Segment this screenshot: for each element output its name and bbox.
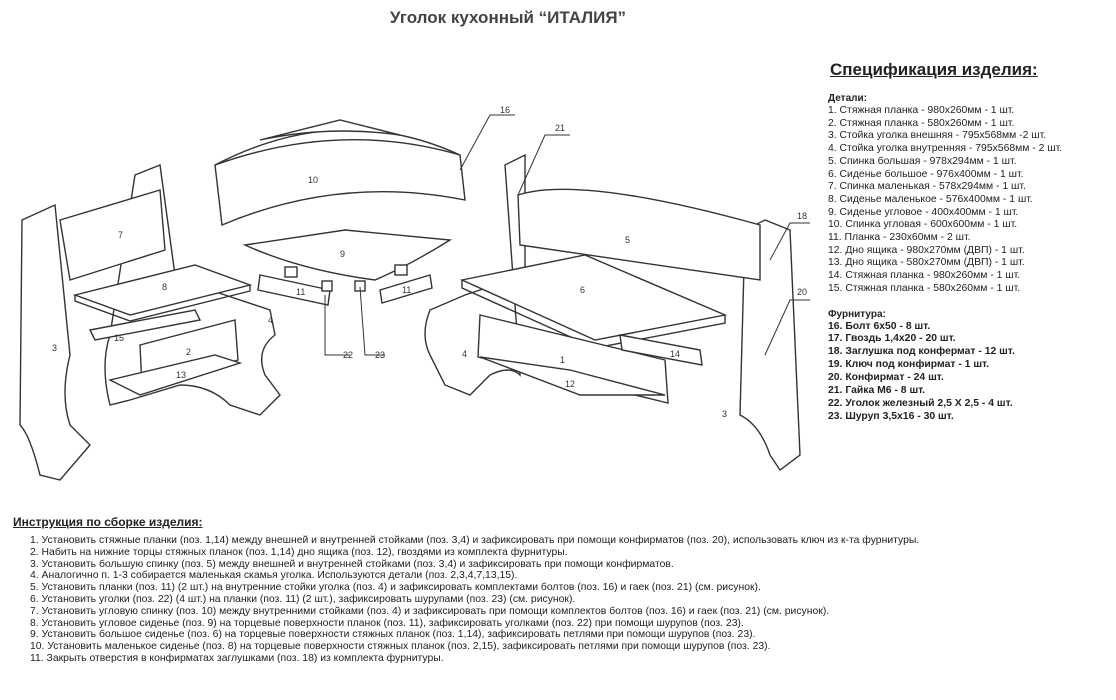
detail-item: 8. Сиденье маленькое - 576х400мм - 1 шт.	[828, 193, 1033, 205]
instruction-step: 8. Установить угловое сиденье (поз. 9) н…	[30, 617, 744, 629]
instruction-step: 11. Закрыть отверстия в конфирматах загл…	[30, 652, 444, 664]
detail-item: 12. Дно ящика - 980х270мм (ДВП) - 1 шт.	[828, 244, 1025, 256]
detail-item: 7. Спинка маленькая - 578х294мм - 1 шт.	[828, 181, 1026, 193]
plank-11-right	[379, 274, 433, 304]
part-label-15: 15	[114, 333, 124, 343]
assembly-instructions: Инструкция по сборке изделия: 1. Установ…	[12, 515, 1102, 665]
instruction-step: 10. Установить маленькое сиденье (поз. 8…	[30, 641, 771, 653]
spec-heading: Спецификация изделия:	[830, 60, 1038, 79]
instruction-step: 2. Набить на нижние торцы стяжных планок…	[30, 546, 568, 558]
detail-item: 2. Стяжная планка - 580х260мм - 1 шт.	[828, 117, 1015, 129]
part-label-12: 12	[565, 379, 575, 389]
part-label-7: 7	[118, 230, 123, 240]
part-label-8: 8	[162, 282, 167, 292]
hardware-item: 17. Гвоздь 1,4х20 - 20 шт.	[828, 333, 956, 345]
hardware-item: 16. Болт 6х50 - 8 шт.	[828, 320, 931, 332]
part-label-10: 10	[308, 175, 318, 185]
small-plank-15	[88, 309, 202, 341]
detail-item: 3. Стойка уголка внешняя - 795х568мм -2 …	[828, 130, 1047, 142]
metal-angle-22a	[284, 266, 298, 278]
hardware-item: 23. Шуруп 3,5х16 - 30 шт.	[828, 410, 954, 422]
callout-22: 22	[343, 350, 353, 360]
details-heading: Детали:	[828, 93, 867, 104]
callout-21: 21	[555, 123, 565, 133]
instructions-heading: Инструкция по сборке изделия:	[13, 515, 203, 529]
instruction-step: 1. Установить стяжные планки (поз. 1,14)…	[30, 535, 920, 546]
part-label-6: 6	[580, 285, 585, 295]
part-label-4-left: 4	[268, 315, 273, 325]
hardware-item: 22. Уголок железный 2,5 Х 2,5 - 4 шт.	[828, 397, 1013, 409]
exploded-view-svg: 16 21 18 20 22 23 5 6 1 12 14 4 3 7 8 2 …	[19, 105, 810, 481]
small-back-panel	[59, 189, 166, 281]
small-bench-outer-side	[19, 203, 91, 481]
instruction-step: 6. Установить уголки (поз. 22) (4 шт.) н…	[30, 593, 576, 605]
hardware-item: 18. Заглушка под конфермат - 12 шт.	[828, 346, 1015, 358]
details-list: 1. Стяжная планка - 980х260мм - 1 шт. 2.…	[828, 105, 1113, 296]
part-label-9: 9	[340, 249, 345, 259]
part-label-3-right: 3	[722, 409, 727, 419]
hardware-heading: Фурнитура:	[828, 308, 886, 320]
metal-angle-22b	[321, 280, 333, 292]
plank-11-left	[257, 274, 331, 306]
detail-item: 13. Дно ящика - 580х270мм (ДВП) - 1 шт.	[828, 257, 1025, 269]
part-label-11a: 11	[296, 287, 305, 297]
document-title: Уголок кухонный “ИТАЛИЯ”	[389, 8, 627, 27]
instruction-step: 7. Установить угловую спинку (поз. 10) м…	[30, 605, 830, 617]
hardware-item: 21. Гайка М6 - 8 шт.	[828, 385, 926, 397]
assembly-drawing: 16 21 18 20 22 23 5 6 1 12 14 4 3 7 8 2 …	[0, 95, 820, 505]
part-label-2: 2	[186, 347, 191, 357]
callout-18: 18	[797, 211, 807, 221]
part-label-1: 1	[560, 355, 565, 365]
big-back-panel	[517, 188, 761, 281]
instruction-step: 3. Установить большую спинку (поз. 5) ме…	[30, 558, 674, 570]
big-plank-14	[619, 334, 703, 366]
part-label-3-left: 3	[52, 343, 57, 353]
detail-item: 5. Спинка большая - 978х294мм - 1 шт.	[828, 155, 1017, 167]
detail-item: 9. Сиденье угловое - 400х400мм - 1 шт.	[828, 206, 1019, 218]
part-label-14: 14	[670, 349, 680, 359]
callout-23: 23	[375, 350, 385, 360]
detail-item: 10. Спинка угловая - 600х600мм - 1 шт.	[828, 219, 1018, 231]
part-label-11b: 11	[402, 285, 411, 295]
callout-16: 16	[500, 105, 510, 115]
instruction-step: 4. Аналогично п. 1-3 собирается маленька…	[30, 570, 518, 582]
part-label-4-right: 4	[462, 349, 467, 359]
detail-item: 15. Стяжная планка - 580х260мм - 1 шт.	[828, 282, 1021, 294]
instruction-step: 9. Установить большое сиденье (поз. 6) н…	[30, 629, 756, 641]
detail-item: 14. Стяжная планка - 980х260мм - 1 шт.	[828, 270, 1021, 282]
detail-item: 1. Стяжная планка - 980х260мм - 1 шт.	[828, 105, 1015, 116]
hardware-item: 20. Конфирмат - 24 шт.	[828, 372, 944, 384]
specification-panel: Спецификация изделия: Детали: 1. Стяжная…	[828, 60, 1113, 424]
metal-angle-22d	[394, 264, 408, 276]
detail-item: 4. Стойка уголка внутренняя - 795х568мм …	[828, 143, 1063, 155]
hardware-item: 19. Ключ под конфирмат - 1 шт.	[828, 359, 990, 371]
small-drawer-bottom	[107, 354, 243, 396]
big-drawer-front	[477, 314, 669, 404]
part-label-13: 13	[176, 370, 186, 380]
instructions-list: 1. Установить стяжные планки (поз. 1,14)…	[12, 535, 1102, 665]
part-label-5: 5	[625, 235, 630, 245]
callout-leaders	[324, 114, 810, 356]
corner-back-panel	[214, 129, 466, 227]
corner-seat-panel	[242, 229, 453, 281]
big-drawer-bottom	[479, 356, 666, 396]
detail-item: 6. Сиденье большое - 976х400мм - 1 шт.	[828, 168, 1024, 180]
detail-item: 11. Планка - 230х60мм - 2 шт.	[828, 232, 971, 244]
hardware-list: 16. Болт 6х50 - 8 шт. 17. Гвоздь 1,4х20 …	[828, 321, 1113, 424]
instruction-step: 5. Установить планки (поз. 11) (2 шт.) н…	[30, 582, 761, 594]
callout-20: 20	[797, 287, 807, 297]
